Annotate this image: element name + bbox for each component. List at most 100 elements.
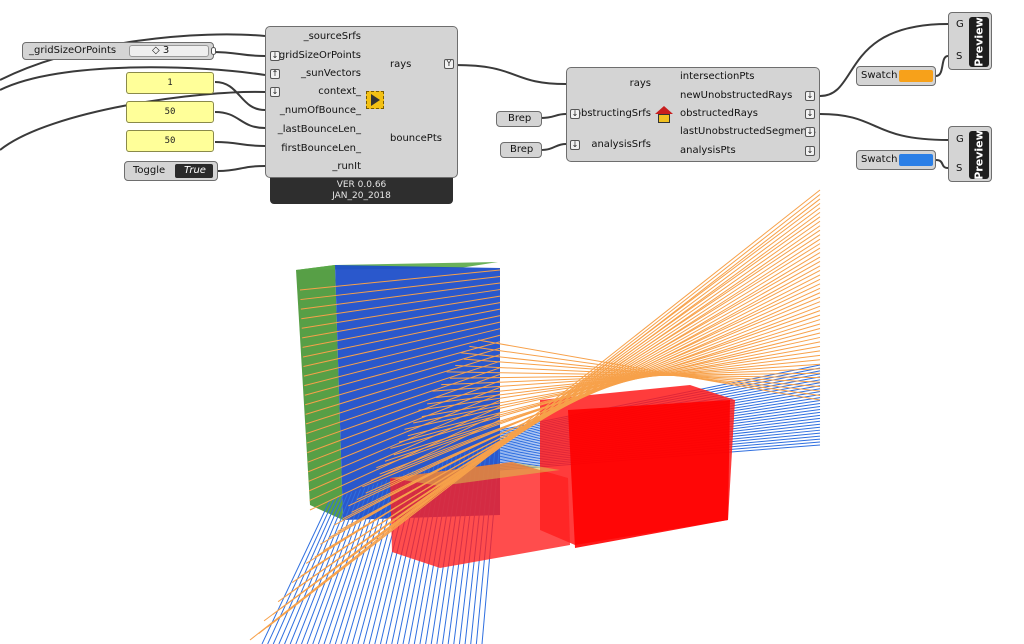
obstructed-ray xyxy=(334,479,388,644)
run-toggle[interactable]: Toggle True xyxy=(124,161,218,181)
input-first-bounce-len[interactable]: firstBounceLen_ xyxy=(281,143,361,154)
preview-component-orange[interactable]: G S Preview xyxy=(948,12,992,70)
unobstructed-ray xyxy=(393,319,821,456)
unobstructed-ray xyxy=(309,419,501,511)
blue-box-face xyxy=(335,265,500,520)
preview-label-tab: Preview xyxy=(969,130,989,180)
unobstructed-ray xyxy=(300,282,501,310)
input-rays[interactable]: rays xyxy=(629,78,651,89)
grid-size-slider[interactable]: _gridSizeOrPoints ◇ 3 xyxy=(22,42,216,60)
unobstructed-ray xyxy=(302,315,501,358)
swatch-orange[interactable]: Swatch xyxy=(856,66,936,86)
input-sun-vectors[interactable]: _sunVectors xyxy=(301,68,361,79)
unobstructed-ray xyxy=(309,413,501,501)
input-context[interactable]: context_ xyxy=(318,86,361,97)
panel-value: 50 xyxy=(164,107,176,117)
graft-output-icon[interactable]: Y xyxy=(444,59,454,69)
output-rays[interactable]: rays xyxy=(390,59,412,70)
unobstructed-ray xyxy=(305,354,501,415)
version-text: VER 0.0.66 xyxy=(336,180,387,190)
unobstructed-ray xyxy=(308,393,501,473)
output-bounce-pts[interactable]: bouncePts xyxy=(390,133,442,144)
flatten-arrow-icon[interactable]: ↓ xyxy=(270,51,280,61)
flatten-output-icon[interactable]: ↓ xyxy=(805,146,815,156)
panel-value: 1 xyxy=(167,78,173,88)
panel-value: 50 xyxy=(164,136,176,146)
unobstructed-ray xyxy=(477,339,821,401)
flatten-output-icon[interactable]: ↓ xyxy=(805,91,815,101)
panel-first-bounce-len[interactable]: 50 xyxy=(126,130,214,152)
flatten-arrow-icon[interactable]: ↓ xyxy=(570,140,580,150)
unobstructed-ray xyxy=(305,347,501,406)
house-icon xyxy=(655,106,673,124)
input-analysis-srfs[interactable]: analysisSrfs xyxy=(591,139,651,150)
panel-num-bounce[interactable]: 1 xyxy=(126,72,214,94)
preview-component-blue[interactable]: G S Preview xyxy=(948,126,992,182)
toggle-value-box[interactable]: True xyxy=(175,164,213,178)
obstructed-ray xyxy=(261,499,331,644)
graft-arrow-icon[interactable]: ↑ xyxy=(270,69,280,79)
unobstructed-ray xyxy=(304,334,501,387)
flatten-output-icon[interactable]: ↓ xyxy=(805,127,815,137)
unobstructed-ray xyxy=(449,372,821,379)
unobstructed-ray xyxy=(407,332,821,437)
flatten-arrow-icon[interactable]: ↓ xyxy=(570,109,580,119)
obstructed-ray xyxy=(312,485,370,644)
unobstructed-ray xyxy=(463,358,821,388)
version-date: JAN_20_2018 xyxy=(332,191,391,201)
input-run-it[interactable]: _runIt xyxy=(332,161,361,172)
unobstructed-ray xyxy=(302,302,501,339)
input-last-bounce-len[interactable]: _lastBounceLen_ xyxy=(277,124,361,135)
obstructed-ray xyxy=(267,498,335,644)
unobstructed-ray xyxy=(308,406,501,492)
swatch-label: Swatch xyxy=(861,70,898,81)
preview-input-g[interactable]: G xyxy=(956,19,964,30)
toggle-value: True xyxy=(184,165,206,176)
swatch-label: Swatch xyxy=(861,154,898,165)
output-intersection-pts[interactable]: intersectionPts xyxy=(680,71,755,82)
swatch-color-box[interactable] xyxy=(899,154,933,166)
unobstructed-ray xyxy=(427,354,821,405)
toggle-label: Toggle xyxy=(133,165,166,176)
obstructed-ray xyxy=(340,478,392,644)
preview-input-g[interactable]: G xyxy=(956,134,964,145)
unobstructed-ray xyxy=(305,360,501,425)
unobstructed-ray xyxy=(300,276,501,301)
unobstructed-ray xyxy=(306,373,501,444)
unobstructed-ray xyxy=(307,380,501,454)
input-obstructing-srfs[interactable]: obstructingSrfs xyxy=(574,108,651,119)
output-new-unobstructed-rays[interactable]: newUnobstructedRays xyxy=(680,90,793,101)
input-source-srfs[interactable]: _sourceSrfs xyxy=(303,31,361,42)
slider-track[interactable]: ◇ 3 xyxy=(129,45,209,57)
unobstructed-ray xyxy=(304,341,501,396)
unobstructed-ray xyxy=(435,359,821,398)
ray-bounce-component[interactable]: _sourceSrfs _gridSizeOrPoints _sunVector… xyxy=(265,26,458,178)
flatten-output-icon[interactable]: ↓ xyxy=(805,109,815,119)
input-num-of-bounce[interactable]: _numOfBounce_ xyxy=(279,105,361,116)
input-grid-size[interactable]: _gridSizeOrPoints xyxy=(273,50,361,61)
output-last-unobstructed-segments[interactable]: lastUnobstructedSegments xyxy=(680,126,816,137)
panel-last-bounce-len[interactable]: 50 xyxy=(126,101,214,123)
flatten-arrow-icon[interactable]: ↓ xyxy=(270,87,280,97)
unobstructed-ray xyxy=(460,352,821,392)
output-analysis-pts[interactable]: analysisPts xyxy=(680,145,736,156)
swatch-color-box[interactable] xyxy=(899,70,933,82)
obstructed-ray xyxy=(329,481,383,644)
unobstructed-ray xyxy=(307,386,501,463)
output-obstructed-rays[interactable]: obstructedRays xyxy=(680,108,758,119)
unobstructed-ray xyxy=(469,345,821,397)
preview-input-s[interactable]: S xyxy=(956,51,963,62)
unobstructed-ray xyxy=(432,363,821,392)
preview-label-tab: Preview xyxy=(969,17,989,67)
obstructed-ray xyxy=(284,493,348,644)
brep-label: Brep xyxy=(508,113,532,124)
ray-intersection-component[interactable]: rays obstructingSrfs analysisSrfs ↓ ↓ in… xyxy=(566,67,820,162)
unobstructed-ray xyxy=(302,308,501,348)
brep-param-obstructing[interactable]: Brep xyxy=(496,111,542,127)
preview-input-s[interactable]: S xyxy=(956,163,963,174)
swatch-blue[interactable]: Swatch xyxy=(856,150,936,170)
unobstructed-ray xyxy=(303,328,501,377)
slider-output-port[interactable] xyxy=(211,47,216,55)
component-logo-icon xyxy=(366,91,384,109)
brep-param-analysis[interactable]: Brep xyxy=(500,142,542,158)
